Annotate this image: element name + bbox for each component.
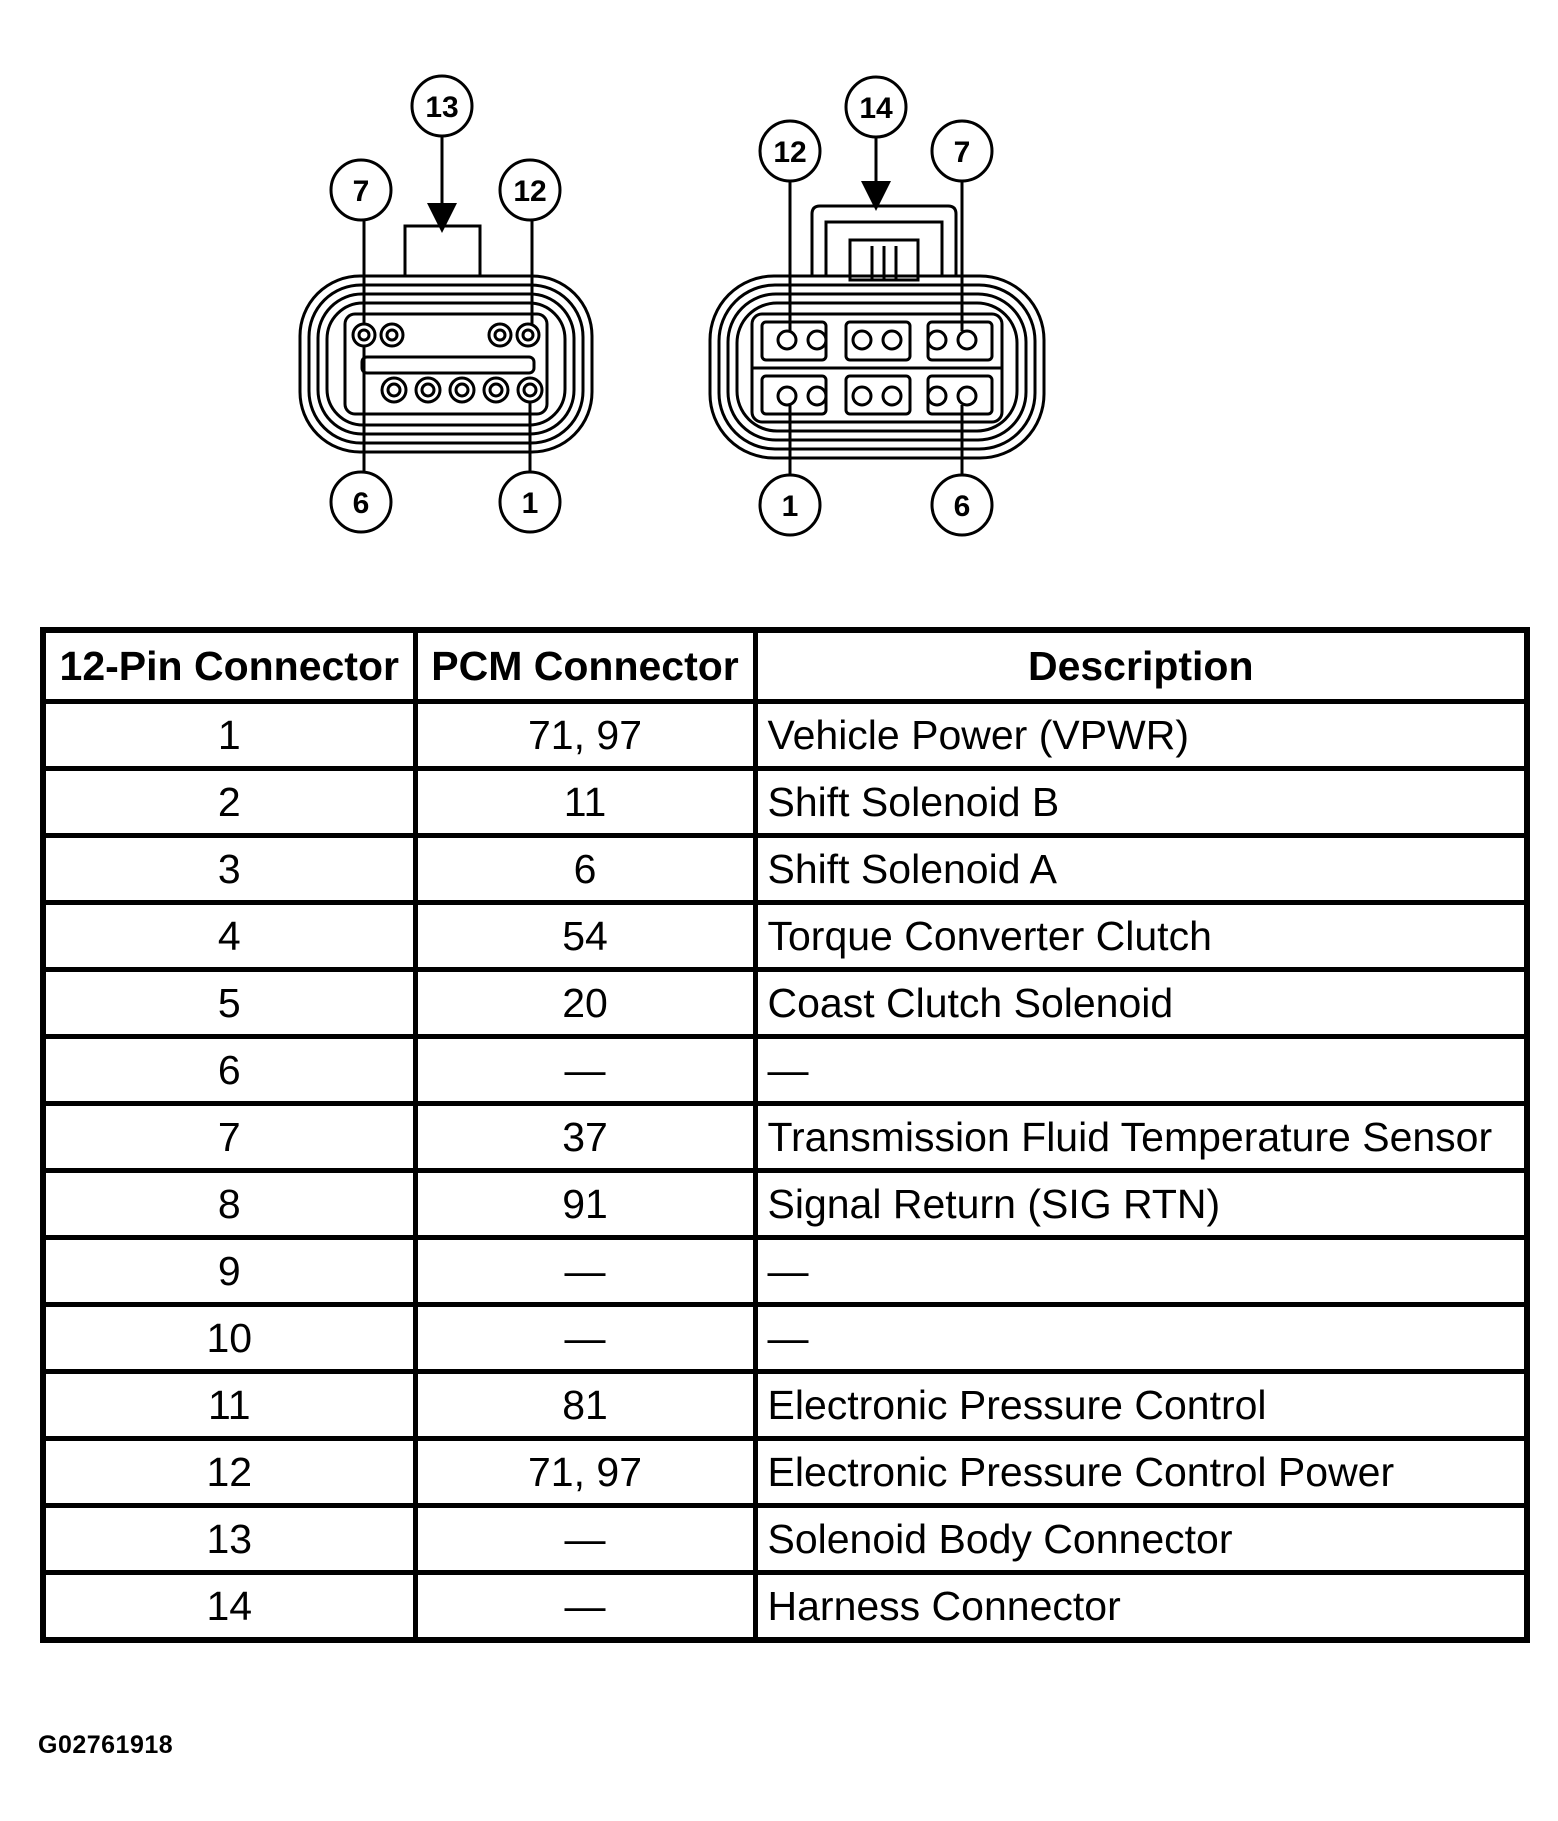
table-row: 4 54 Torque Converter Clutch [40, 900, 1530, 972]
pin-description: Shift Solenoid A [752, 833, 1530, 905]
table-row: 3 6 Shift Solenoid A [40, 833, 1530, 905]
pcm-pin: 20 [412, 967, 758, 1039]
table-row: 14 — Harness Connector [40, 1570, 1530, 1643]
pin-number: 3 [40, 833, 418, 905]
pcm-pin: 71, 97 [412, 1436, 758, 1508]
pin-number: 7 [40, 1101, 418, 1173]
table-row: 5 20 Coast Clutch Solenoid [40, 967, 1530, 1039]
pcm-pin: — [412, 1034, 758, 1106]
table-header-row: 12-Pin Connector PCM Connector Descripti… [40, 627, 1530, 704]
header-12-pin-connector: 12-Pin Connector [40, 627, 418, 704]
pin-description: — [752, 1235, 1530, 1307]
right-callout-1: 1 [758, 473, 822, 537]
header-pcm-connector: PCM Connector [412, 627, 758, 704]
table-row: 12 71, 97 Electronic Pressure Control Po… [40, 1436, 1530, 1508]
pcm-pin: 54 [412, 900, 758, 972]
connector-diagram: 13 7 12 6 1 [298, 74, 1046, 537]
left-callout-7: 7 [329, 158, 393, 222]
pcm-pin: — [412, 1570, 758, 1643]
left-bottom-pins [380, 376, 544, 404]
left-connector [298, 134, 594, 478]
svg-text:7: 7 [954, 136, 971, 169]
pcm-pin: 91 [412, 1168, 758, 1240]
pin-number: 12 [40, 1436, 418, 1508]
pin-number: 4 [40, 900, 418, 972]
right-callout-14: 14 [844, 75, 908, 139]
pin-description: Electronic Pressure Control Power [752, 1436, 1530, 1508]
pin-description: Signal Return (SIG RTN) [752, 1168, 1530, 1240]
table-row: 7 37 Transmission Fluid Temperature Sens… [40, 1101, 1530, 1173]
svg-text:6: 6 [954, 490, 971, 523]
pin-number: 1 [40, 699, 418, 771]
left-callout-6: 6 [329, 470, 393, 534]
table-row: 8 91 Signal Return (SIG RTN) [40, 1168, 1530, 1240]
pin-description: Vehicle Power (VPWR) [752, 699, 1530, 771]
svg-text:14: 14 [859, 92, 893, 125]
pin-number: 5 [40, 967, 418, 1039]
right-callout-12: 12 [758, 119, 822, 183]
table-row: 1 71, 97 Vehicle Power (VPWR) [40, 699, 1530, 771]
pin-number: 11 [40, 1369, 418, 1441]
table-row: 11 81 Electronic Pressure Control [40, 1369, 1530, 1441]
pin-number: 6 [40, 1034, 418, 1106]
pin-number: 9 [40, 1235, 418, 1307]
svg-text:1: 1 [782, 490, 799, 523]
table-row: 10 — — [40, 1302, 1530, 1374]
pcm-pin: 6 [412, 833, 758, 905]
pin-description: Harness Connector [752, 1570, 1530, 1643]
right-pins [776, 329, 978, 407]
pcm-pin: — [412, 1235, 758, 1307]
pin-number: 2 [40, 766, 418, 838]
svg-text:1: 1 [522, 487, 539, 520]
table-row: 13 — Solenoid Body Connector [40, 1503, 1530, 1575]
header-description: Description [752, 627, 1530, 704]
pcm-pin: — [412, 1503, 758, 1575]
figure-code: G02761918 [38, 1731, 174, 1759]
pin-description: Coast Clutch Solenoid [752, 967, 1530, 1039]
pin-description: — [752, 1034, 1530, 1106]
pcm-pin: 71, 97 [412, 699, 758, 771]
pcm-pin: 11 [412, 766, 758, 838]
pin-table: 12-Pin Connector PCM Connector Descripti… [40, 627, 1530, 1643]
svg-text:7: 7 [353, 175, 370, 208]
svg-text:12: 12 [773, 136, 806, 169]
svg-text:12: 12 [513, 175, 546, 208]
pcm-pin: 37 [412, 1101, 758, 1173]
right-callout-7: 7 [930, 119, 994, 183]
pcm-pin: 81 [412, 1369, 758, 1441]
pin-number: 14 [40, 1570, 418, 1643]
left-callout-12: 12 [498, 158, 562, 222]
pin-description: Shift Solenoid B [752, 766, 1530, 838]
pin-number: 13 [40, 1503, 418, 1575]
pin-description: — [752, 1302, 1530, 1374]
right-callout-6: 6 [930, 473, 994, 537]
svg-text:13: 13 [425, 91, 458, 124]
table-row: 9 — — [40, 1235, 1530, 1307]
table-row: 6 — — [40, 1034, 1530, 1106]
table-row: 2 11 Shift Solenoid B [40, 766, 1530, 838]
right-connector [708, 134, 1046, 478]
pin-description: Torque Converter Clutch [752, 900, 1530, 972]
pin-description: Solenoid Body Connector [752, 1503, 1530, 1575]
left-callout-13: 13 [410, 74, 474, 138]
svg-text:6: 6 [353, 487, 370, 520]
left-top-pins [351, 322, 541, 348]
pin-number: 8 [40, 1168, 418, 1240]
pin-description: Transmission Fluid Temperature Sensor [752, 1101, 1530, 1173]
left-callout-1: 1 [498, 470, 562, 534]
pin-description: Electronic Pressure Control [752, 1369, 1530, 1441]
pcm-pin: — [412, 1302, 758, 1374]
pin-number: 10 [40, 1302, 418, 1374]
